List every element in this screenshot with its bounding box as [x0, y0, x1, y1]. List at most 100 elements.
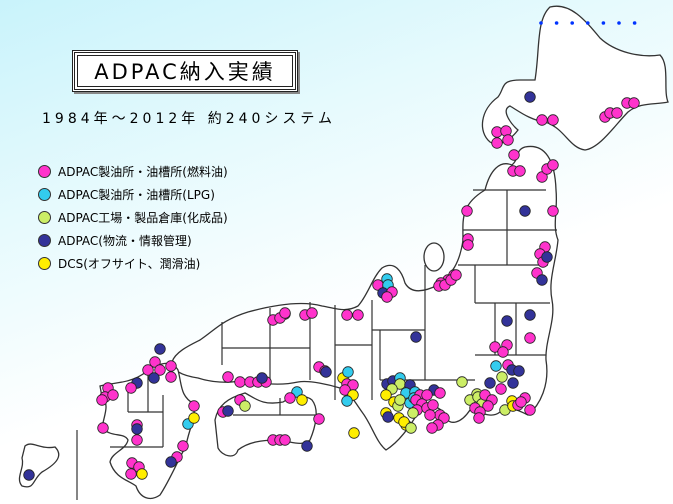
- site-marker-fuel: [426, 422, 438, 434]
- site-marker-logi: [536, 274, 548, 286]
- legend-item-lpg: ADPAC製油所・油槽所(LPG): [38, 183, 228, 206]
- site-marker-dcs: [380, 389, 392, 401]
- site-marker-fuel: [165, 360, 177, 372]
- kuril-dots: [539, 21, 637, 25]
- site-marker-logi: [23, 469, 35, 481]
- site-marker-fuel: [495, 383, 507, 395]
- site-marker-logi: [519, 205, 531, 217]
- site-marker-chem: [394, 394, 406, 406]
- site-marker-logi: [320, 366, 332, 378]
- site-marker-fuel: [188, 400, 200, 412]
- kuril-dot: [554, 21, 559, 25]
- site-marker-logi: [131, 423, 143, 435]
- site-marker-logi: [256, 372, 268, 384]
- legend-swatch-icon: [38, 211, 51, 224]
- page-title: ADPAC納入実績: [72, 50, 298, 92]
- site-marker-fuel: [177, 440, 189, 452]
- site-marker-fuel: [352, 309, 364, 321]
- site-marker-logi: [165, 456, 177, 468]
- site-marker-fuel: [536, 114, 548, 126]
- site-marker-fuel: [125, 468, 137, 480]
- site-marker-fuel: [421, 389, 433, 401]
- kuril-dot: [617, 21, 621, 25]
- site-markers: [23, 91, 640, 481]
- site-marker-fuel: [514, 165, 526, 177]
- site-marker-lpg: [490, 360, 502, 372]
- kuril-dot: [586, 21, 590, 25]
- site-marker-fuel: [524, 332, 536, 344]
- site-marker-logi: [301, 440, 313, 452]
- site-marker-dcs: [188, 412, 200, 424]
- site-marker-fuel: [547, 159, 559, 171]
- site-marker-fuel: [502, 134, 514, 146]
- site-marker-fuel: [450, 269, 462, 281]
- legend-swatch-icon: [38, 257, 51, 270]
- site-marker-fuel: [222, 371, 234, 383]
- site-marker-fuel: [491, 137, 503, 149]
- site-marker-lpg: [341, 395, 353, 407]
- legend-item-logistics: ADPAC(物流・情報管理): [38, 229, 228, 252]
- site-marker-fuel: [628, 97, 640, 109]
- site-marker-logi: [524, 91, 536, 103]
- site-marker-fuel: [313, 413, 325, 425]
- site-marker-fuel: [424, 409, 436, 421]
- site-marker-fuel: [482, 400, 494, 412]
- site-marker-dcs: [348, 427, 360, 439]
- site-marker-logi: [513, 365, 525, 377]
- site-marker-fuel: [234, 376, 246, 388]
- site-marker-fuel: [131, 434, 143, 446]
- subtitle: 1984年～2012年 約240システム: [42, 111, 337, 127]
- site-marker-fuel: [165, 371, 177, 383]
- site-marker-fuel: [461, 205, 473, 217]
- site-marker-fuel: [306, 307, 318, 319]
- kuril-dot: [632, 21, 637, 25]
- site-marker-logi: [148, 372, 160, 384]
- legend-label: ADPAC工場・製品倉庫(化成品): [58, 211, 228, 225]
- site-marker-dcs: [136, 468, 148, 480]
- site-marker-fuel: [284, 392, 296, 404]
- legend-item-dcs: DCS(オフサイト、潤滑油): [38, 252, 228, 275]
- kuril-dot: [539, 21, 543, 25]
- site-marker-logi: [154, 343, 166, 355]
- site-marker-logi: [507, 377, 519, 389]
- legend-label: DCS(オフサイト、潤滑油): [58, 257, 201, 271]
- site-marker-fuel: [154, 364, 166, 376]
- site-marker-logi: [222, 405, 234, 417]
- site-marker-fuel: [515, 396, 527, 408]
- site-marker-fuel: [434, 387, 446, 399]
- site-marker-fuel: [279, 434, 291, 446]
- site-marker-logi: [382, 411, 394, 423]
- site-marker-fuel: [524, 404, 536, 416]
- site-marker-chem: [405, 422, 417, 434]
- site-marker-fuel: [547, 205, 559, 217]
- site-marker-fuel: [508, 149, 520, 161]
- legend-swatch-icon: [38, 188, 51, 201]
- site-marker-fuel: [97, 422, 109, 434]
- legend-swatch-icon: [38, 165, 51, 178]
- legend-swatch-icon: [38, 234, 51, 247]
- site-marker-logi: [524, 309, 536, 321]
- site-marker-chem: [239, 400, 251, 412]
- site-marker-fuel: [279, 307, 291, 319]
- site-marker-lpg: [342, 366, 354, 378]
- site-marker-fuel: [473, 412, 485, 424]
- legend-label: ADPAC製油所・油槽所(LPG): [58, 188, 215, 202]
- site-marker-fuel: [462, 239, 474, 251]
- site-marker-fuel: [142, 364, 154, 376]
- site-marker-fuel: [96, 394, 108, 406]
- site-marker-logi: [541, 251, 553, 263]
- legend: ADPAC製油所・油槽所(燃料油) ADPAC製油所・油槽所(LPG) ADPA…: [38, 160, 228, 275]
- site-marker-chem: [407, 407, 419, 419]
- legend-label: ADPAC製油所・油槽所(燃料油): [58, 165, 228, 179]
- site-marker-fuel: [611, 107, 623, 119]
- prefecture-borders: [76, 189, 557, 500]
- site-marker-chem: [496, 371, 508, 383]
- legend-item-fuel: ADPAC製油所・油槽所(燃料油): [38, 160, 228, 183]
- site-marker-fuel: [427, 399, 439, 411]
- site-marker-fuel: [381, 291, 393, 303]
- site-marker-dcs: [296, 394, 308, 406]
- site-marker-chem: [456, 376, 468, 388]
- site-marker-logi: [484, 377, 496, 389]
- site-marker-fuel: [341, 309, 353, 321]
